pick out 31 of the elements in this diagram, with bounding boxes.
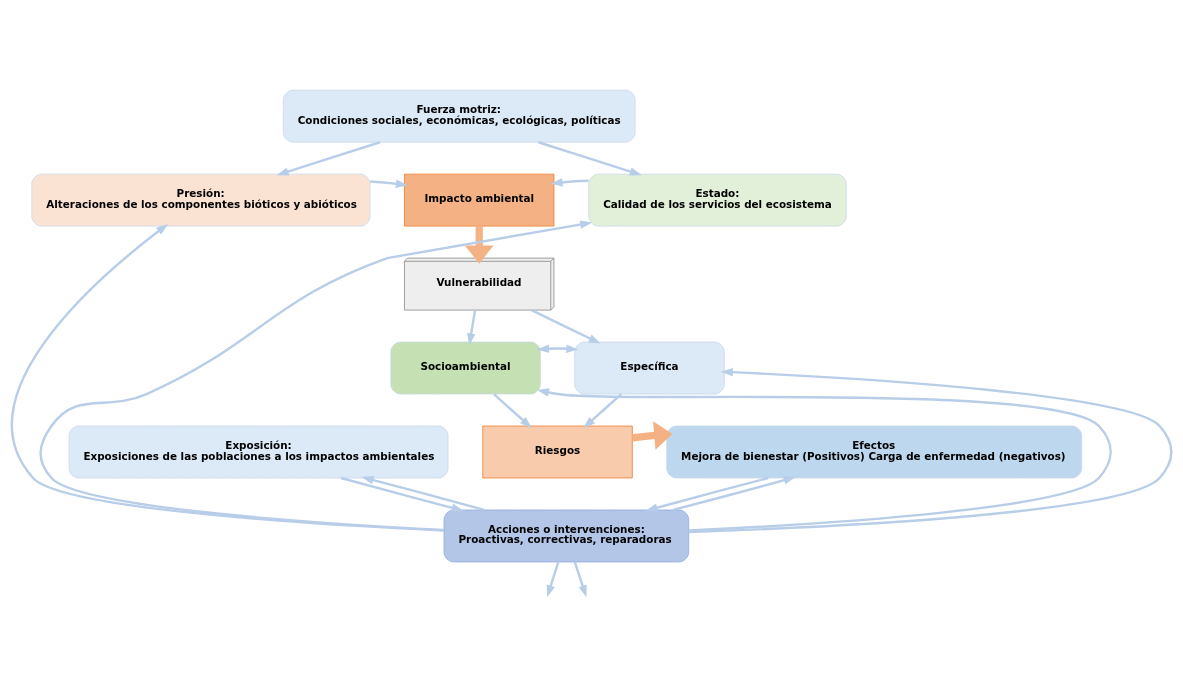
arrow — [276, 140, 381, 176]
node-box: Efectos Mejora de bienestar (Positivos) Carga de enfermedad (negativos) — [666, 425, 1083, 478]
arrow — [530, 308, 601, 344]
node-box: Exposición: Exposiciones de las poblaciones a los impactos ambientales — [68, 425, 449, 478]
arrow — [631, 420, 673, 450]
arrow — [340, 476, 464, 512]
arrow — [538, 140, 642, 176]
arrow — [645, 476, 769, 512]
node-box: Fuerza motriz: Condiciones sociales, económicas, ecológicas, políticas — [282, 89, 636, 143]
arrow — [39, 219, 593, 531]
arrow — [546, 561, 560, 597]
arrow — [573, 561, 587, 597]
arrow — [583, 392, 622, 428]
arrow — [370, 179, 408, 188]
arrow — [537, 387, 1112, 532]
node-box: Presión: Alteraciones de los componentes bióticos y abióticos — [31, 173, 371, 226]
node-box: Estado: Calidad de los servicios del ecosistema — [588, 173, 847, 226]
node-box: Riesgos — [482, 425, 633, 478]
arrow — [11, 223, 445, 532]
node-box: Acciones o intervenciones: Proactivas, correctivas, reparadoras — [443, 509, 690, 562]
arrow — [464, 225, 494, 264]
arrow — [361, 475, 485, 511]
node-box: Específica — [574, 341, 725, 394]
node-box: Impacto ambiental — [404, 173, 555, 226]
arrow — [672, 475, 796, 511]
arrow — [537, 344, 579, 353]
arrow — [493, 392, 532, 428]
node-box: Socioambiental — [390, 341, 541, 394]
arrow — [688, 367, 1173, 533]
arrow — [550, 177, 589, 187]
arrow — [467, 309, 477, 345]
